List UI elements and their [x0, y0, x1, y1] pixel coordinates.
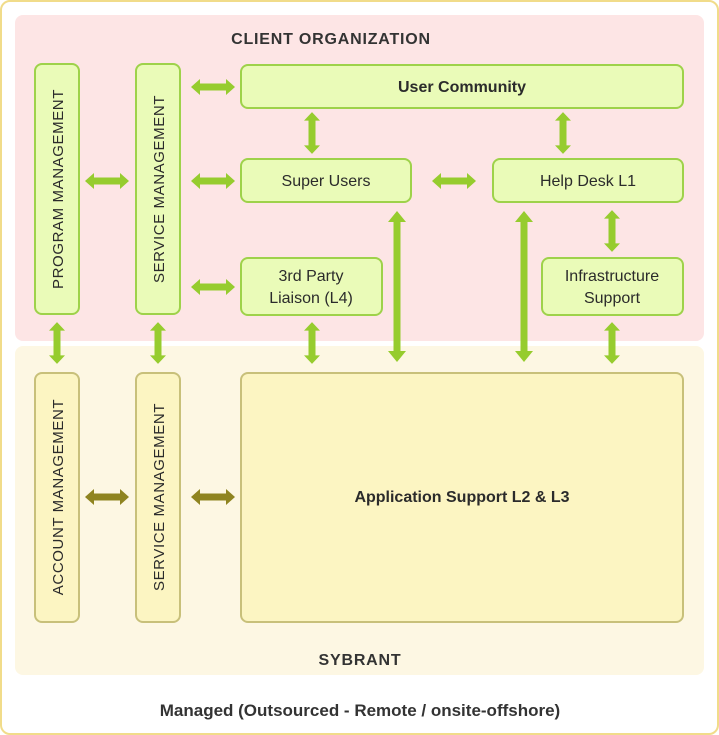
client-organization-title: CLIENT ORGANIZATION [231, 31, 431, 48]
super-users-box [240, 158, 412, 203]
service-management-client-label: SERVICE MANAGEMENT [151, 95, 168, 283]
account-management-box [34, 372, 80, 623]
service-management-vendor-label: SERVICE MANAGEMENT [151, 403, 168, 591]
application-support-label: Application Support L2 & L3 [354, 489, 569, 506]
super-users-label: Super Users [282, 173, 371, 190]
user-community-label: User Community [398, 79, 526, 96]
sybrant-title: SYBRANT [319, 652, 402, 669]
account-management-label: ACCOUNT MANAGEMENT [50, 399, 67, 595]
help-desk-box [492, 158, 684, 203]
arrow-superusers-appsupport [388, 211, 406, 362]
program-management-label: PROGRAM MANAGEMENT [50, 89, 67, 289]
help-desk-label: Help Desk L1 [540, 173, 636, 190]
footer-caption: Managed (Outsourced - Remote / onsite-of… [160, 701, 560, 720]
third-party-liaison-line1: 3rd Party [279, 268, 344, 285]
third-party-liaison-line2: Liaison (L4) [269, 290, 353, 307]
infrastructure-support-line2: Support [584, 290, 641, 307]
user-community-box [240, 64, 684, 109]
service-management-client-box [135, 63, 181, 315]
service-management-vendor-box [135, 372, 181, 623]
infrastructure-support-box [541, 257, 684, 316]
application-support-box [240, 372, 684, 623]
program-management-box [34, 63, 80, 315]
third-party-liaison-box [240, 257, 383, 316]
infrastructure-support-line1: Infrastructure [565, 268, 659, 285]
arrow-helpdesk-appsupport [515, 211, 533, 362]
